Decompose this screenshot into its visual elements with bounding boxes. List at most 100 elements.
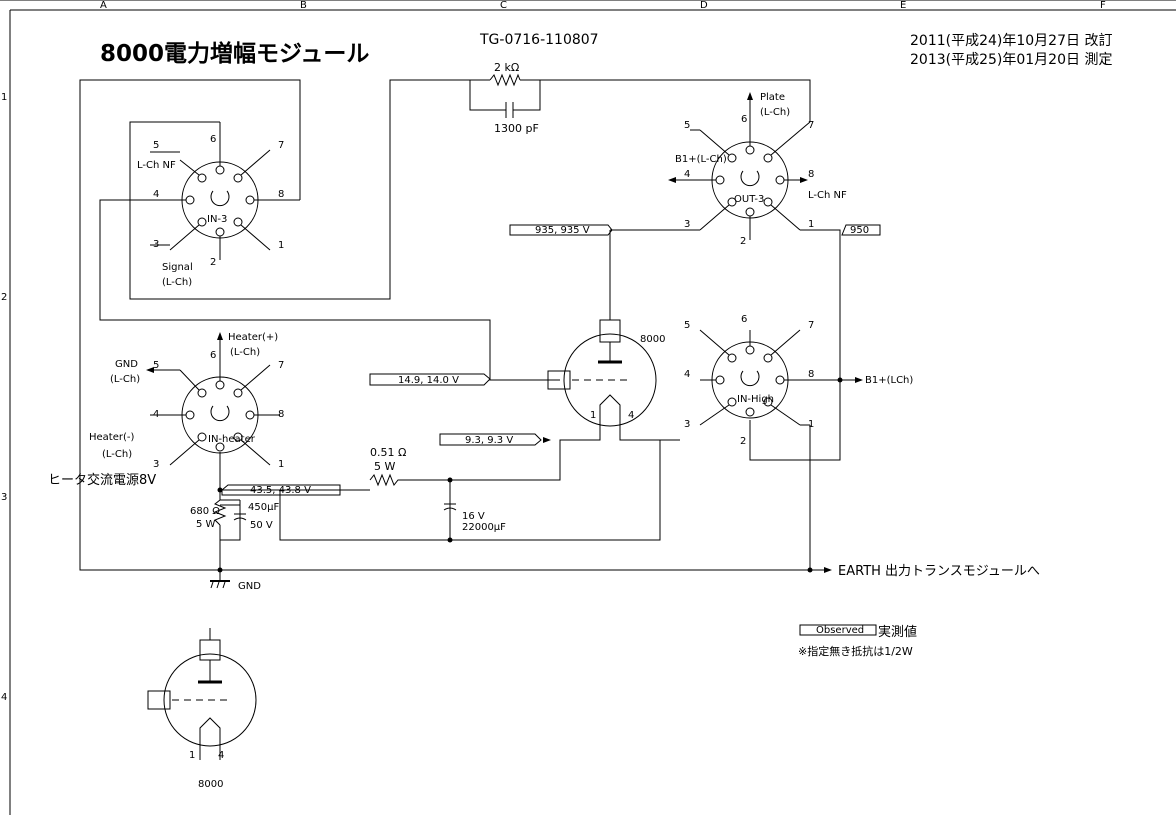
symbol-label: 8000 <box>198 779 223 790</box>
feedback-capacitor-value: 1300 pF <box>494 122 539 135</box>
tube-label: 8000 <box>640 334 665 345</box>
measure-date: 2013(平成25)年01月20日 測定 <box>910 52 1112 68</box>
inhigh-pin5: 5 <box>684 320 690 331</box>
col-label-b: B <box>300 0 307 11</box>
out3-plate-ch: (L-Ch) <box>760 107 790 118</box>
out3-nf-label: L-Ch NF <box>808 190 847 201</box>
in3-pin6: 6 <box>210 134 216 145</box>
cathode-voltage: 43.5, 43.8 V <box>250 485 311 496</box>
shunt-resistor-watt: 5 W <box>196 519 216 530</box>
grid-voltage: 14.9, 14.0 V <box>398 375 459 386</box>
inhigh-pin8: 8 <box>808 369 814 380</box>
filter-capacitor: 16 V 22000µF <box>443 477 506 543</box>
inhigh-pin7: 7 <box>808 320 814 331</box>
tube-pin1: 1 <box>590 410 596 421</box>
col-label-c: C <box>500 0 507 11</box>
measure-filament: 9.3, 9.3 V <box>439 433 551 446</box>
inhigh-pin3: 3 <box>684 419 690 430</box>
out3-pin8: 8 <box>808 169 814 180</box>
shunt-capacitor-value: 450µF <box>248 502 279 513</box>
row-label-4: 4 <box>1 692 7 703</box>
earth-connection: EARTH 出力トランスモジュールへ <box>807 564 1040 579</box>
out3-pin2: 2 <box>740 236 746 247</box>
legend-observed-desc: 実測値 <box>878 624 917 640</box>
row-labels: 1 2 3 4 <box>1 92 7 703</box>
legend-note: ※指定無き抵抗は1/2W <box>798 644 913 658</box>
in3-pin3: 3 <box>153 239 159 250</box>
shunt-capacitor-voltage: 50 V <box>250 520 273 531</box>
series-resistor: 0.51 Ω 5 W <box>369 446 406 487</box>
row-label-3: 3 <box>1 492 7 503</box>
heater-plus-ch: (L-Ch) <box>230 347 260 358</box>
tube-symbol-legend: 1 4 8000 <box>147 628 257 790</box>
heater-pin6: 6 <box>210 350 216 361</box>
series-resistor-value: 0.51 Ω <box>370 446 406 459</box>
in3-signal-ch: (L-Ch) <box>162 277 192 288</box>
out3-plate-label: Plate <box>760 92 785 103</box>
inhigh-pin4: 4 <box>684 369 690 380</box>
shunt-resistor-value: 680 Ω <box>190 506 220 517</box>
inhigh-socket-name: IN-High <box>737 394 774 405</box>
tube-8000: 8000 1 4 <box>547 319 665 427</box>
legend-observed: Observed <box>816 625 864 636</box>
in3-pin2: 2 <box>210 257 216 268</box>
feedback-resistor-value: 2 kΩ <box>494 61 519 74</box>
heater-gnd-label: GND <box>115 359 138 370</box>
document-id: TG-0716-110807 <box>479 32 599 48</box>
filter-capacitor-value: 22000µF <box>462 522 506 533</box>
in3-socket-name: IN-3 <box>207 214 227 225</box>
heater-pin7: 7 <box>278 360 284 371</box>
socket-out3: 6 7 8 1 2 3 4 5 OUT-3 Plate (L-Ch) B1+(L… <box>668 92 847 247</box>
heater-pin8: 8 <box>278 409 284 420</box>
heater-pin3: 3 <box>153 459 159 470</box>
in3-signal-label: Signal <box>162 262 193 273</box>
in3-nf-label: L-Ch NF <box>137 160 176 171</box>
tube-pin4: 4 <box>628 410 634 421</box>
heater-socket-name: IN-heater <box>208 434 256 445</box>
socket-heater: 6 7 8 1 3 4 5 IN-heater Heater(+) (L-Ch)… <box>89 332 284 470</box>
heater-gnd-ch: (L-Ch) <box>110 374 140 385</box>
inhigh-pin1: 1 <box>808 419 814 430</box>
out3-pin3: 3 <box>684 219 690 230</box>
col-label-a: A <box>100 0 107 11</box>
symbol-pin1: 1 <box>189 750 195 761</box>
plate-voltage: 935, 935 V <box>535 225 590 236</box>
page-title: 8000電力増幅モジュール <box>100 40 369 67</box>
out3-pin4: 4 <box>684 169 690 180</box>
socket-inhigh: 6 7 8 1 2 3 4 5 IN-High B1+(LCh) <box>684 314 913 447</box>
col-label-d: D <box>700 0 708 11</box>
inhigh-pin2: 2 <box>740 436 746 447</box>
filament-voltage: 9.3, 9.3 V <box>465 435 513 446</box>
row-label-1: 1 <box>1 92 7 103</box>
b1-voltage: 950 <box>850 225 869 236</box>
shunt-network: 680 Ω 5 W 450µF 50 V <box>190 487 279 540</box>
out3-pin6: 6 <box>741 114 747 125</box>
heater-minus-label: Heater(-) <box>89 432 134 443</box>
out3-pin5: 5 <box>684 120 690 131</box>
filter-capacitor-voltage: 16 V <box>462 511 485 522</box>
measure-cathode: 43.5, 43.8 V <box>221 484 341 496</box>
in3-pin8: 8 <box>278 189 284 200</box>
heater-pin1: 1 <box>278 459 284 470</box>
in3-pin7: 7 <box>278 140 284 151</box>
revision-date: 2011(平成24)年10月27日 改訂 <box>910 33 1112 49</box>
inhigh-b1-label: B1+(LCh) <box>865 375 913 386</box>
earth-label: EARTH 出力トランスモジュールへ <box>838 564 1040 579</box>
out3-b1-label: B1+(L-Ch) <box>675 154 727 165</box>
ground-symbol: GND <box>210 567 261 592</box>
col-label-f: F <box>1100 0 1106 11</box>
heater-supply-label: ヒータ交流電源8V <box>48 472 156 488</box>
measure-plate: 935, 935 V <box>509 224 613 236</box>
feedback-resistor: 2 kΩ <box>489 61 521 87</box>
heater-minus-ch: (L-Ch) <box>102 449 132 460</box>
heater-plus-label: Heater(+) <box>228 332 278 343</box>
in3-pin1: 1 <box>278 240 284 251</box>
row-label-2: 2 <box>1 292 7 303</box>
out3-pin1: 1 <box>808 219 814 230</box>
column-labels: A B C D E F <box>100 0 1106 11</box>
series-resistor-watt: 5 W <box>374 460 395 473</box>
out3-socket-name: OUT-3 <box>734 194 764 205</box>
